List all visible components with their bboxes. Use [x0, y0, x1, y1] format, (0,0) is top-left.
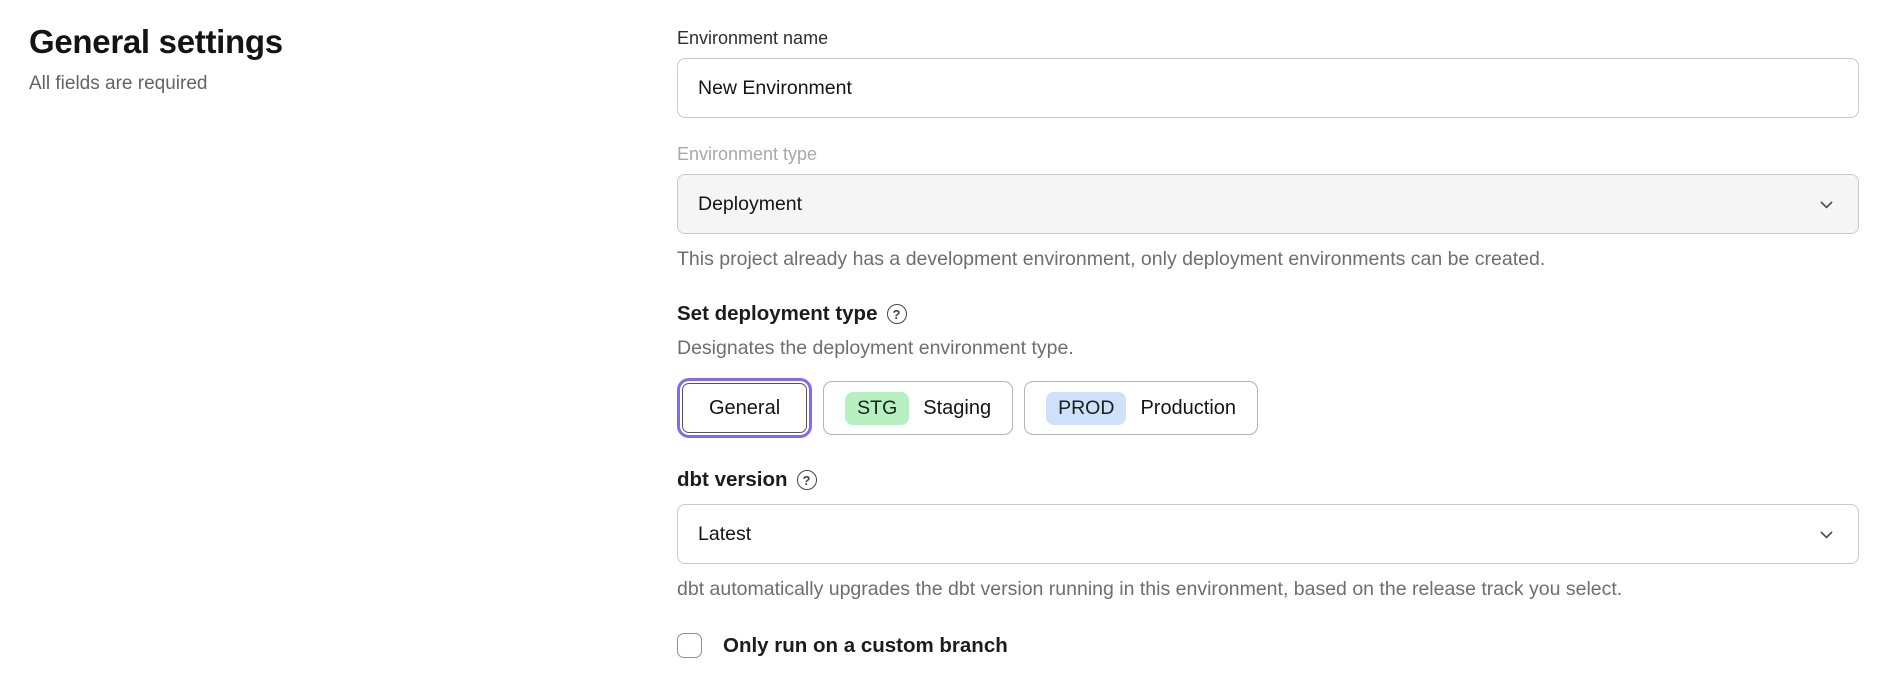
chevron-down-icon: [1818, 196, 1835, 213]
production-button-label: Production: [1140, 396, 1237, 419]
environment-name-label: Environment name: [677, 28, 829, 48]
deployment-type-staging-button[interactable]: STG Staging: [823, 381, 1014, 435]
environment-type-label: Environment type: [677, 144, 818, 164]
production-badge: PROD: [1046, 391, 1127, 425]
custom-branch-label[interactable]: Only run on a custom branch: [723, 633, 1008, 657]
deployment-type-heading-text: Set deployment type: [677, 302, 878, 325]
staging-button-label: Staging: [923, 396, 992, 419]
page-header: General settings All fields are required: [29, 22, 283, 95]
dbt-version-helper: dbt automatically upgrades the dbt versi…: [677, 578, 1623, 600]
deployment-type-heading: Set deployment type ?: [677, 302, 1859, 326]
environment-type-select: Deployment: [677, 174, 1859, 234]
help-icon[interactable]: ?: [796, 470, 817, 490]
environment-type-value: Deployment: [698, 192, 803, 215]
selected-option-ring: General: [677, 378, 813, 438]
general-button-label: General: [709, 396, 781, 419]
deployment-type-options: General STG Staging PROD Production: [677, 378, 1859, 438]
custom-branch-checkbox[interactable]: [677, 633, 702, 658]
dbt-version-select[interactable]: Latest: [677, 504, 1859, 564]
custom-branch-row: Only run on a custom branch: [677, 633, 1859, 658]
deployment-type-general-button[interactable]: General: [682, 383, 808, 433]
help-icon[interactable]: ?: [886, 304, 907, 324]
environment-name-input[interactable]: [677, 58, 1859, 118]
staging-badge: STG: [845, 391, 910, 425]
page-title: General settings: [29, 23, 283, 60]
page-subtitle: All fields are required: [29, 72, 208, 94]
environment-type-helper: This project already has a development e…: [677, 248, 1546, 270]
dbt-version-heading: dbt version ?: [677, 468, 1859, 492]
dbt-version-heading-text: dbt version: [677, 468, 788, 491]
deployment-type-production-button[interactable]: PROD Production: [1024, 381, 1259, 435]
chevron-down-icon: [1818, 526, 1835, 543]
dbt-version-value: Latest: [698, 522, 752, 545]
environment-settings-form: Environment name Environment type Deploy…: [677, 28, 1859, 658]
deployment-type-helper: Designates the deployment environment ty…: [677, 337, 1074, 359]
